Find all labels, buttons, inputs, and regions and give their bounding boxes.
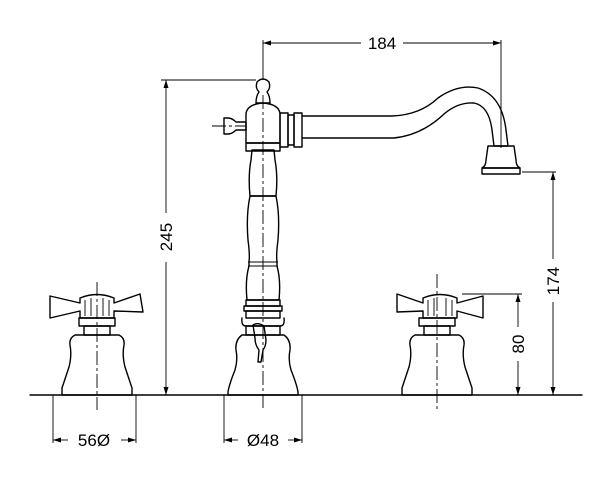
side-lever [223,117,247,135]
right-valve-body [401,334,473,396]
dim-handle-height: 80 [462,293,528,395]
aerator-tip [481,167,521,175]
top-finial [255,78,271,104]
dim-spout-reach-label: 184 [368,34,396,53]
right-handle-valve [396,274,484,410]
left-valve-body [61,334,133,396]
left-cross-handle [49,293,144,319]
spout-base [227,334,299,396]
dim-spout-height-label: 174 [544,267,563,295]
dim-handle-height-label: 80 [509,335,528,354]
dim-spout-height: 174 [522,171,563,395]
dim-spout-base: Ø48 [223,395,303,450]
left-handle-valve [49,282,144,410]
dim-handle-base-label: 56Ø [78,431,110,450]
spout-ring-3 [293,112,303,148]
spout-column [212,78,521,410]
dim-spout-base-label: Ø48 [247,431,279,450]
spout-ring-1 [279,112,289,148]
right-cross-handle [396,293,484,319]
upper-column [248,149,278,197]
popup-lever [252,323,267,363]
dim-total-height-label: 245 [157,223,176,251]
dim-spout-reach: 184 [262,34,502,148]
spout-ring-2 [287,114,295,146]
right-handle-cap [427,298,453,316]
dim-total-height: 245 [157,79,256,395]
swan-neck-spout [301,86,509,147]
spout-aerator [481,145,521,169]
baluster [245,195,281,301]
dim-handle-base: 56Ø [52,395,137,450]
left-handle-cap [84,298,110,316]
